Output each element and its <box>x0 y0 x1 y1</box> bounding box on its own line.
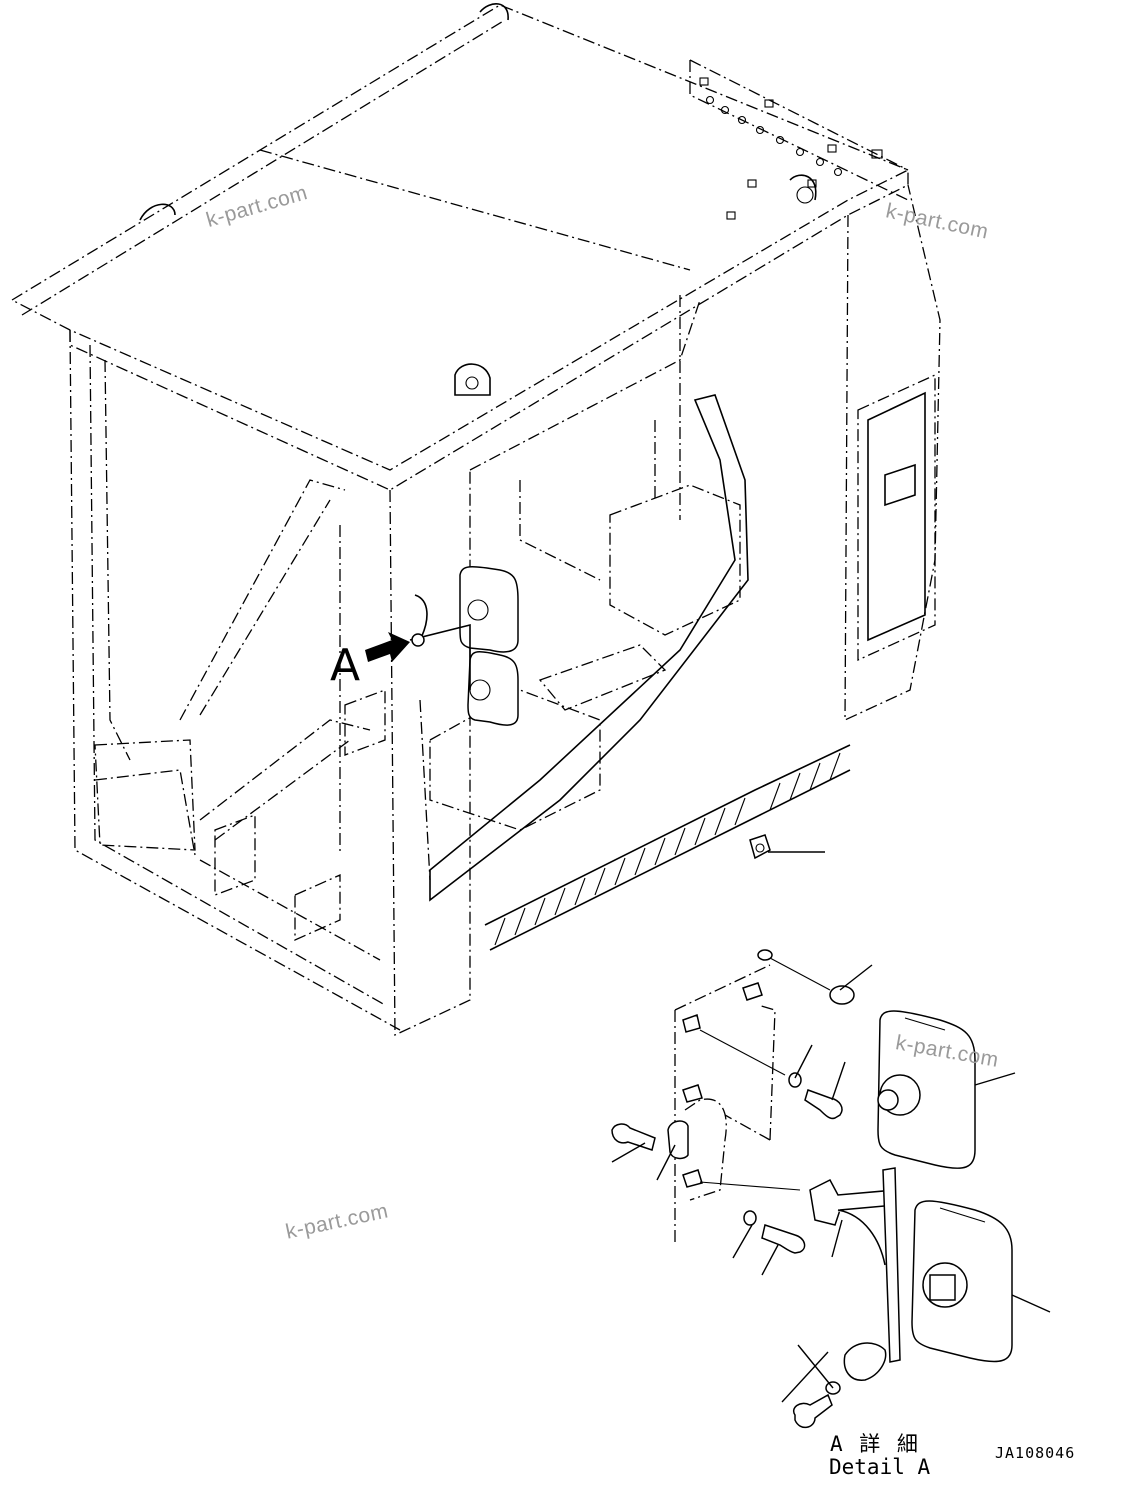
roof-bolts <box>699 77 883 220</box>
floor-ribs <box>484 744 851 951</box>
clamp-part <box>749 834 771 860</box>
cab-console <box>94 394 749 942</box>
detail-label-en: Detail A <box>829 1455 931 1479</box>
leader-lines <box>611 851 1051 1403</box>
view-label-a: A <box>330 640 361 691</box>
drawing-code: JA108046 <box>995 1444 1076 1462</box>
cab-body <box>69 184 941 1037</box>
detail-a-drawing <box>611 949 1013 1429</box>
cab-roof <box>10 3 910 491</box>
cab-side-window <box>857 373 936 662</box>
detail-label-jp: A 詳 細 <box>830 1432 920 1456</box>
view-arrow-a <box>365 632 410 662</box>
mirror-assembly-main <box>409 565 519 726</box>
